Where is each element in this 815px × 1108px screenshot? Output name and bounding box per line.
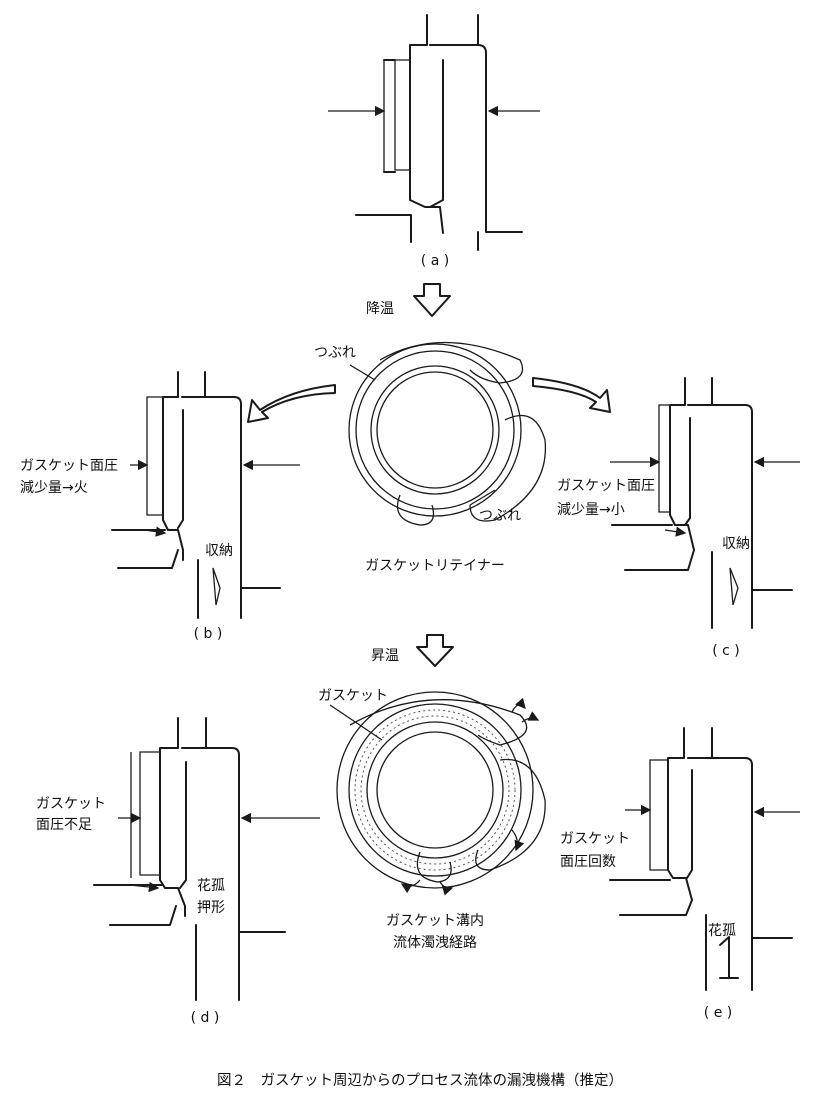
- panel-a: ( a ): [328, 14, 540, 269]
- panel-b-pressure-note-line1: ガスケット面圧: [20, 458, 118, 474]
- cooling-step: 降温: [366, 283, 451, 317]
- panel-d-pressure-note-line1: ガスケット: [36, 796, 106, 812]
- cooling-label: 降温: [366, 301, 394, 317]
- panel-e-flange-drawing: [609, 727, 793, 991]
- panel-e-pressure-note-line2: 面圧回数: [560, 854, 616, 870]
- panel-d-leak-arrow: [129, 881, 160, 893]
- panel-b-pressure-note-line2: 減少量→火: [20, 479, 88, 496]
- leak-path-label-line2: 流体濁洩経路: [393, 935, 477, 951]
- panel-c-pressure-note-line2: 減少量→小: [557, 501, 625, 518]
- curved-arrow-to-c: [532, 377, 611, 413]
- panel-c-storage-label: 収納: [722, 536, 750, 552]
- panel-e-pressure-note-line1: ガスケット: [560, 831, 630, 847]
- panel-b-storage-label: 収納: [205, 543, 233, 559]
- panel-b-leak-arrow: [144, 526, 167, 537]
- panel-e-mark: 花孤: [708, 923, 736, 939]
- down-arrow-heating: [416, 634, 454, 667]
- gasket-label: ガスケット: [318, 688, 388, 704]
- crush-label-top: つぶれ: [314, 345, 356, 361]
- panel-b-flange-drawing: [111, 371, 281, 619]
- panel-b: ガスケット面圧 減少量→火 収納 ( b ): [20, 371, 300, 642]
- panel-a-flange-drawing: [355, 14, 523, 251]
- panel-d-mark-line1: 花孤: [197, 878, 225, 894]
- panel-d-mark-line2: 押形: [197, 900, 225, 916]
- crush-label-bottom: つぶれ: [479, 508, 521, 524]
- panel-c-leak-arrow: [664, 526, 687, 537]
- gasket-retainer-label: ガスケットリテイナー: [365, 558, 505, 574]
- panel-d: ガスケット 面圧不足 花孤 押形 ( d ): [36, 717, 320, 1026]
- down-arrow-cooling: [413, 283, 451, 317]
- panel-c-flange-drawing: [611, 377, 793, 629]
- curved-arrow-to-b: [247, 384, 336, 423]
- panel-e: ガスケット 面圧回数 花孤 ( e ): [560, 727, 800, 1021]
- panel-d-flange-drawing: [93, 717, 286, 1001]
- panel-c-pressure-note-line1: ガスケット面圧: [557, 478, 655, 494]
- panel-d-pressure-note-line2: 面圧不足: [36, 817, 92, 833]
- leak-path-label-line1: ガスケット溝内: [386, 913, 484, 929]
- gasket-ring: ガスケット ガスケット溝内 流体濁洩経路: [318, 688, 546, 951]
- panel-c-label: ( c ): [712, 643, 740, 659]
- gasket-retainer-ring: つぶれ つぶれ ガスケットリテイナー: [314, 341, 547, 574]
- heating-step: 昇温: [371, 634, 454, 667]
- panel-c: ガスケット面圧 減少量→小 収納 ( c ): [557, 377, 800, 659]
- panel-b-label: ( b ): [194, 626, 223, 642]
- panel-a-label: ( a ): [421, 253, 449, 269]
- panel-d-label: ( d ): [191, 1010, 220, 1026]
- heating-label: 昇温: [371, 648, 399, 664]
- panel-e-label: ( e ): [704, 1005, 732, 1021]
- figure-caption: 図２ ガスケット周辺からのプロセス流体の漏洩機構（推定）: [217, 1072, 623, 1089]
